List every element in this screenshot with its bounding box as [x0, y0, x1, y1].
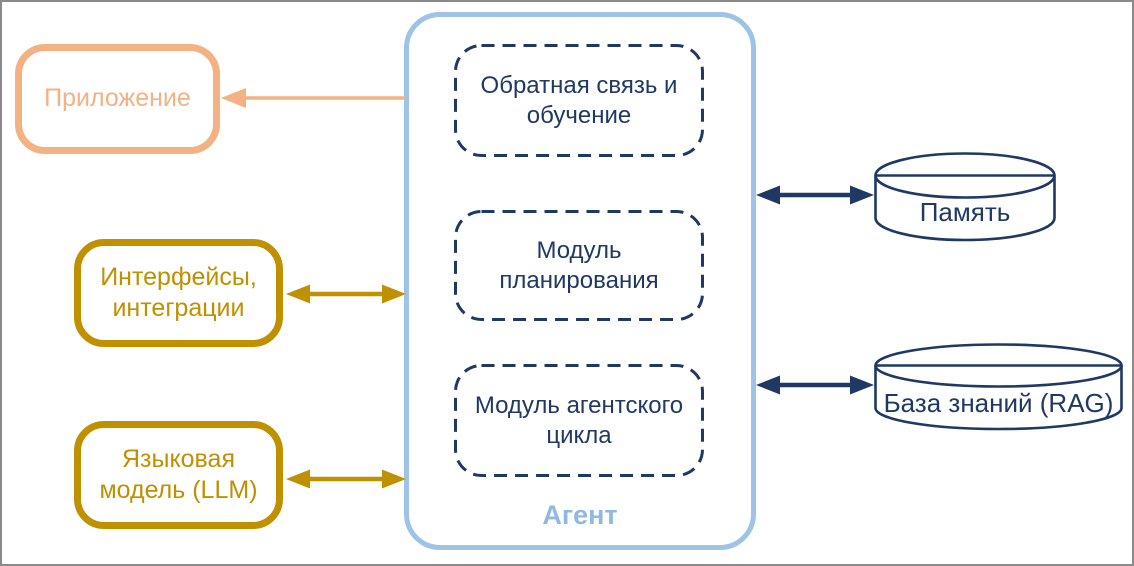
- module-agent-loop: Модуль агентского цикла: [454, 364, 704, 477]
- llm-box: Языковая модель (LLM): [74, 421, 283, 529]
- arrow-agent-to-application: [221, 88, 405, 108]
- dashed-border: [454, 210, 704, 321]
- module-label: Модуль агентского цикла: [474, 391, 684, 449]
- module-planning: Модуль планирования: [454, 210, 704, 321]
- application-box: Приложение: [15, 44, 220, 154]
- database-cylinder-icon: [874, 152, 1056, 242]
- dashed-border: [454, 44, 704, 157]
- knowledge-base-database: База знаний (RAG): [874, 343, 1123, 431]
- interfaces-box: Интерфейсы, интеграции: [74, 239, 283, 347]
- database-cylinder-icon: [874, 343, 1123, 431]
- dashed-border: [454, 364, 704, 477]
- arrow-llm-agent: [286, 469, 406, 489]
- arrow-agent-memory: [756, 185, 874, 205]
- interfaces-label: Интерфейсы, интеграции: [100, 262, 257, 322]
- agent-container: Агент: [404, 12, 756, 550]
- memory-label: Память: [919, 196, 1011, 227]
- arrow-interfaces-agent: [286, 284, 406, 304]
- memory-database: Память: [874, 152, 1056, 242]
- agent-label: Агент: [542, 500, 618, 530]
- module-label: Обратная связь и обучение: [480, 71, 678, 129]
- llm-label: Языковая модель (LLM): [99, 444, 258, 504]
- application-label: Приложение: [44, 84, 191, 113]
- module-feedback-learning: Обратная связь и обучение: [454, 44, 704, 157]
- arrow-agent-knowledge-base: [756, 375, 874, 395]
- knowledge-base-label: База знаний (RAG): [883, 387, 1114, 418]
- module-label: Модуль планирования: [499, 236, 659, 294]
